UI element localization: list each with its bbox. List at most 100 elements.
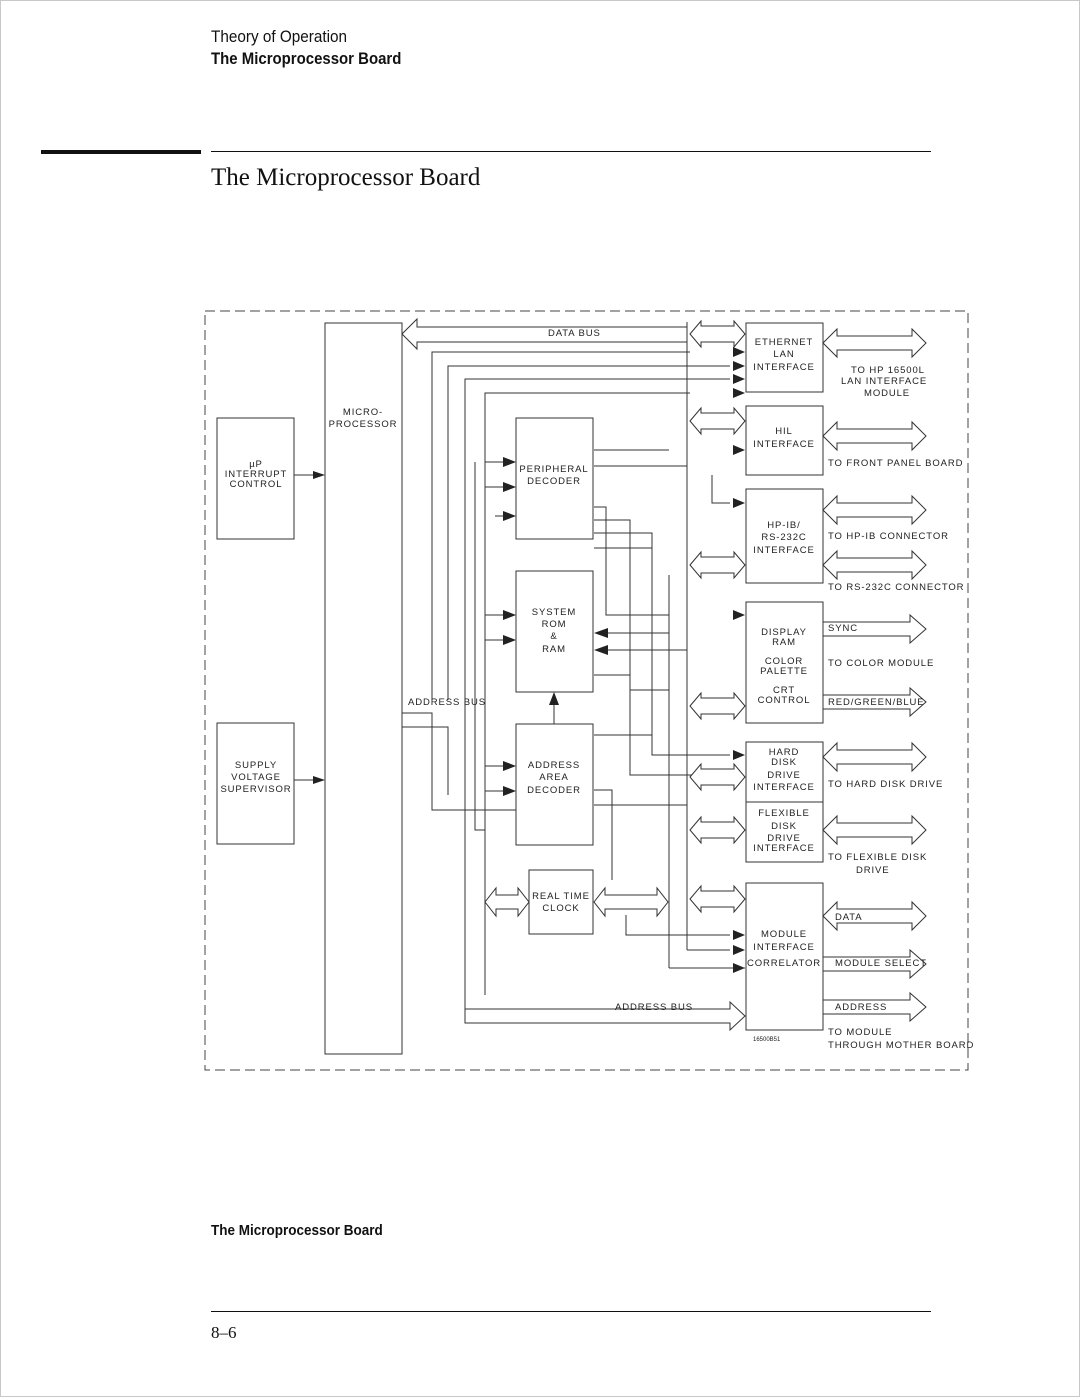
- label-amp: &: [550, 631, 557, 642]
- out-rs232c-connector: TO RS-232C CONNECTOR: [828, 582, 964, 593]
- label-module-interface: INTERFACE: [753, 942, 814, 953]
- ethernet-lan-interface-block: [745, 322, 824, 393]
- label-hard-interface: INTERFACE: [753, 782, 814, 793]
- out-data: DATA: [835, 912, 863, 923]
- out-hard-disk: TO HARD DISK DRIVE: [828, 779, 943, 790]
- out-flexible-disk-1: TO FLEXIBLE DISK: [828, 852, 927, 863]
- label-ram: RAM: [542, 644, 566, 655]
- label-correlator: CORRELATOR: [747, 958, 821, 969]
- label-supply: SUPPLY: [235, 760, 277, 771]
- flexible-disk-interface-block: [745, 801, 824, 863]
- out-to-module-1: TO MODULE: [828, 1027, 892, 1038]
- label-crt: CRT: [773, 685, 795, 696]
- out-color-module: TO COLOR MODULE: [828, 658, 934, 669]
- small-arrow-stems: [294, 461, 555, 792]
- out-lan-3: MODULE: [864, 388, 910, 399]
- out-lan-1: TO HP 16500L: [851, 365, 925, 376]
- real-time-clock-block: [528, 869, 594, 935]
- running-header-chapter: The Microprocessor Board: [211, 49, 402, 68]
- label-hpib-interface: INTERFACE: [753, 545, 814, 556]
- label-ethernet: ETHERNET: [755, 337, 813, 348]
- out-to-module-2: THROUGH MOTHER BOARD: [828, 1040, 974, 1051]
- system-rom-ram-block: [515, 570, 594, 693]
- blocks: [216, 322, 824, 1055]
- label-interrupt: INTERRUPT: [225, 469, 287, 480]
- bus-labels: DATA BUS ADDRESS BUS ADDRESS BUS: [408, 328, 692, 1013]
- title-rule-thin: [211, 151, 931, 152]
- hard-disk-interface-block: [745, 741, 824, 803]
- page-number: 8–6: [211, 1323, 237, 1342]
- label-area: AREA: [539, 772, 568, 783]
- display-block: [745, 601, 824, 724]
- label-addr-decoder: DECODER: [527, 785, 581, 796]
- supply-voltage-supervisor-block: [216, 722, 295, 845]
- label-module: MODULE: [761, 929, 807, 940]
- hpib-rs232c-interface-block: [745, 488, 824, 584]
- running-header-section: Theory of Operation: [211, 27, 348, 46]
- label-eth-interface: INTERFACE: [753, 362, 814, 373]
- label-clock: CLOCK: [542, 903, 579, 914]
- label-hil: HIL: [775, 426, 792, 437]
- out-rgb: RED/GREEN/BLUE: [828, 697, 925, 708]
- figure-id: 16500B51: [753, 1037, 781, 1043]
- label-micro: MICRO-: [343, 407, 383, 418]
- label-supervisor: SUPERVISOR: [220, 784, 291, 795]
- label-palette: PALETTE: [760, 666, 808, 677]
- label-color: COLOR: [765, 656, 803, 667]
- page-title: The Microprocessor Board: [211, 164, 481, 191]
- diagram-frame: [204, 310, 969, 1071]
- double-arrows: [401, 317, 927, 1032]
- module-interface-correlator-block: [745, 882, 824, 1031]
- output-labels: TO HP 16500L LAN INTERFACE MODULE TO FRO…: [753, 365, 974, 1051]
- label-flex-drive: DRIVE: [767, 833, 801, 844]
- footer-rule: [211, 1311, 931, 1312]
- hil-interface-block: [745, 405, 824, 476]
- label-rs232c: RS-232C: [761, 532, 806, 543]
- label-system: SYSTEM: [532, 607, 576, 618]
- label-flexible: FLEXIBLE: [758, 808, 810, 819]
- label-lan: LAN: [773, 349, 794, 360]
- label-crt-control: CONTROL: [758, 695, 811, 706]
- label-rom: ROM: [542, 619, 567, 630]
- label-address-bus-mid: ADDRESS BUS: [408, 697, 486, 708]
- label-address: ADDRESS: [528, 760, 580, 771]
- label-hard: HARD: [769, 747, 800, 758]
- label-control: CONTROL: [230, 479, 283, 490]
- label-voltage: VOLTAGE: [231, 772, 281, 783]
- title-rule-thick: [41, 150, 201, 154]
- bus-wires: [402, 322, 745, 1015]
- interrupt-control-block: [216, 417, 295, 540]
- label-processor: PROCESSOR: [329, 419, 398, 430]
- out-sync: SYNC: [828, 623, 858, 634]
- label-flex-interface: INTERFACE: [753, 843, 814, 854]
- label-display-ram: RAM: [772, 637, 796, 648]
- label-up: µP: [249, 459, 263, 470]
- figure-caption: The Microprocessor Board: [211, 1222, 383, 1239]
- out-address: ADDRESS: [835, 1002, 887, 1013]
- label-display: DISPLAY: [761, 627, 807, 638]
- small-arrowheads: [313, 347, 745, 973]
- label-hpib: HP-IB/: [767, 520, 800, 531]
- address-area-decoder-block: [515, 723, 594, 846]
- label-hil-interface: INTERFACE: [753, 439, 814, 450]
- label-hard-drive: DRIVE: [767, 770, 801, 781]
- out-module-select: MODULE SELECT: [835, 958, 927, 969]
- out-front-panel: TO FRONT PANEL BOARD: [828, 458, 963, 469]
- label-real-time: REAL TIME: [532, 891, 590, 902]
- label-hard-disk: DISK: [771, 757, 797, 768]
- label-decoder: DECODER: [527, 476, 581, 487]
- out-lan-2: LAN INTERFACE: [841, 376, 927, 387]
